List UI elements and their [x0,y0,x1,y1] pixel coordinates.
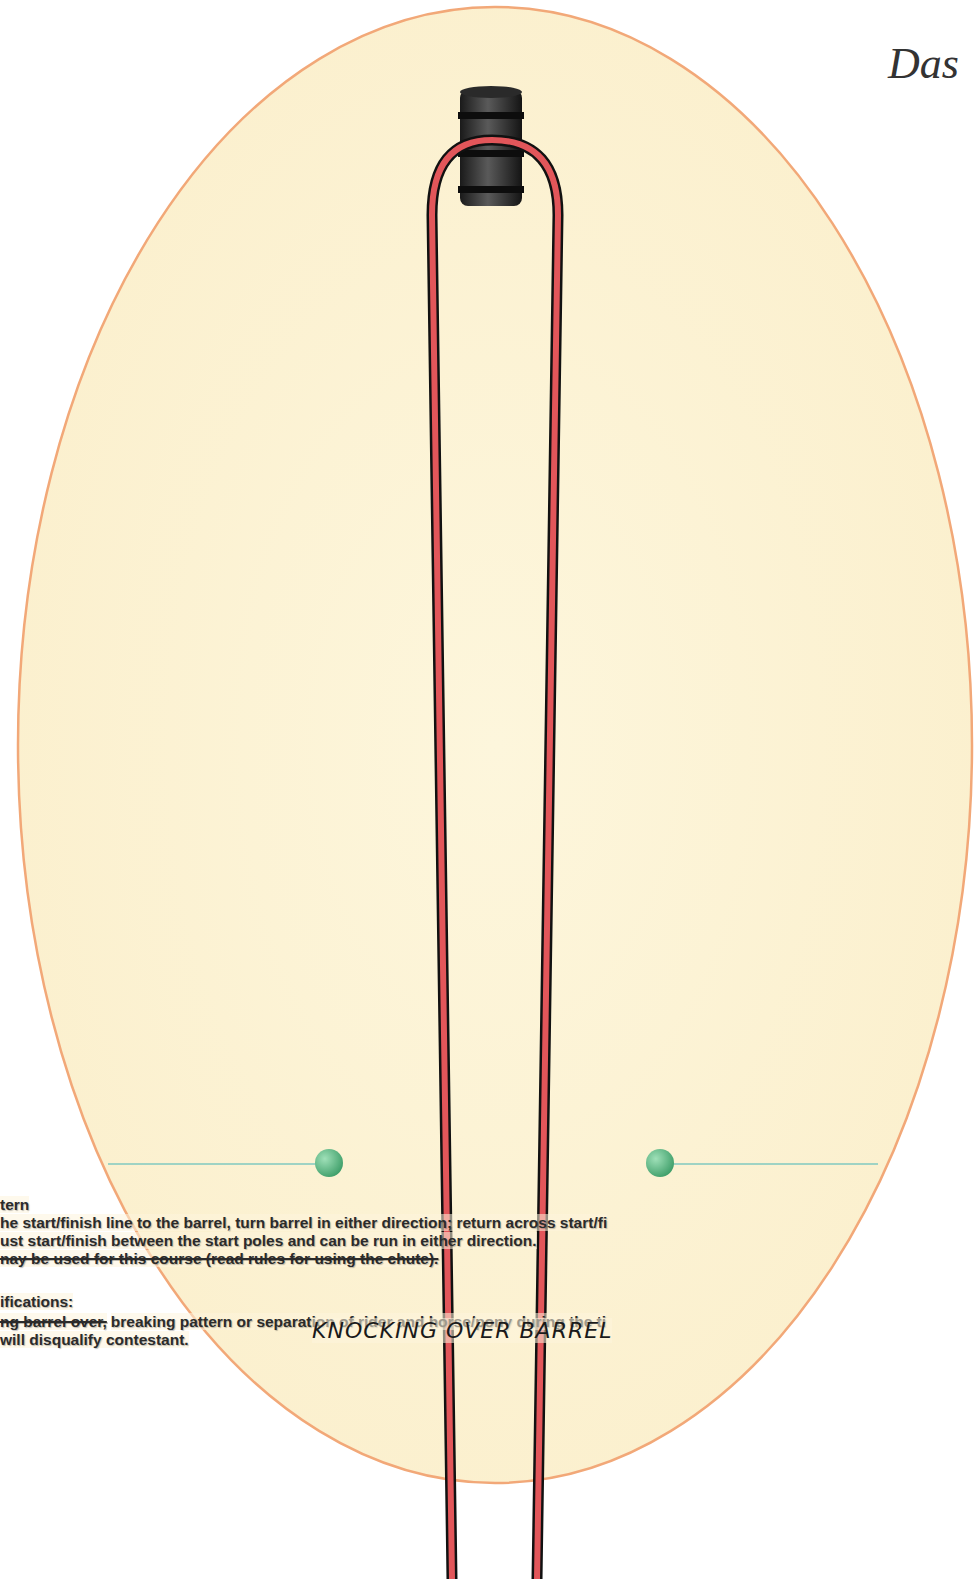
label-text: ust start/finish between the start poles… [0,1232,537,1249]
label-text: he start/finish line to the barrel, turn… [0,1214,607,1231]
label-text: KNOCKING OVER BARREL [312,1318,612,1343]
label-text: tern [0,1196,29,1213]
label-text: ifications: [0,1293,73,1310]
start-line [108,1149,878,1177]
pattern-heading: tern [0,1196,29,1214]
disqualification-text: ng barrel over, [0,1313,107,1331]
start-pole [315,1149,343,1177]
pattern-text: nay be used for this course (read rules … [0,1250,438,1268]
label-text: nay be used for this course (read rules … [0,1250,438,1267]
label-text: ng barrel over, [0,1313,107,1330]
pattern-text: he start/finish line to the barrel, turn… [0,1214,607,1232]
handwritten-note: KNOCKING OVER BARREL [312,1322,612,1340]
label-text: will disqualify contestant. [0,1331,189,1348]
title: Das [888,38,959,89]
disqualification-heading: ifications: [0,1293,73,1311]
run-pattern [432,140,558,1579]
disqualification-text: will disqualify contestant. [0,1331,189,1349]
start-pole [646,1149,674,1177]
pattern-text: ust start/finish between the start poles… [0,1232,537,1250]
